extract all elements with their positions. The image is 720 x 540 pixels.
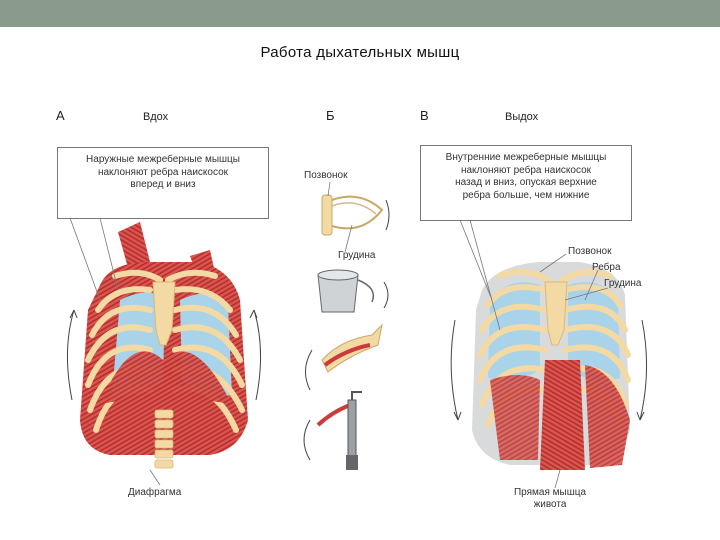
panel-c-callout: Внутренние межреберные мышцы наклоняют р…	[420, 145, 632, 221]
label-sternum-b: Грудина	[338, 250, 375, 262]
panel-c-letter: В	[420, 108, 429, 123]
callout-line: ребра больше, чем нижние	[429, 190, 623, 203]
callout-line: Внутренние межреберные мышцы	[429, 152, 623, 165]
rib-cage-exhale	[451, 220, 646, 488]
panel-a-letter: А	[56, 108, 65, 123]
label-vertebra-c: Позвонок	[568, 246, 611, 258]
label-ribs-c: Ребра	[592, 262, 621, 274]
panel-b-letter: Б	[326, 108, 335, 123]
label-vertebra-b: Позвонок	[304, 170, 347, 182]
panel-c-heading: Выдох	[505, 111, 538, 123]
callout-line: наклоняют ребра наискосок	[429, 165, 623, 178]
panel-a-heading: Вдох	[143, 111, 168, 123]
panel-a-callout: Наружные межреберные мышцы наклоняют реб…	[57, 147, 269, 219]
rib-cage-inhale	[67, 218, 260, 485]
callout-line: вперед и вниз	[66, 179, 260, 192]
label-rectus-abdominis: Прямая мышца живота	[500, 487, 600, 511]
label-line: Прямая мышца	[500, 487, 600, 499]
rib-mechanics-models	[304, 195, 389, 470]
callout-line: Наружные межреберные мышцы	[66, 154, 260, 167]
callout-line: назад и вниз, опуская верхние	[429, 177, 623, 190]
callout-line: наклоняют ребра наискосок	[66, 167, 260, 180]
label-sternum-c: Грудина	[604, 278, 641, 290]
label-line: живота	[500, 499, 600, 511]
label-diaphragm: Диафрагма	[128, 487, 181, 499]
